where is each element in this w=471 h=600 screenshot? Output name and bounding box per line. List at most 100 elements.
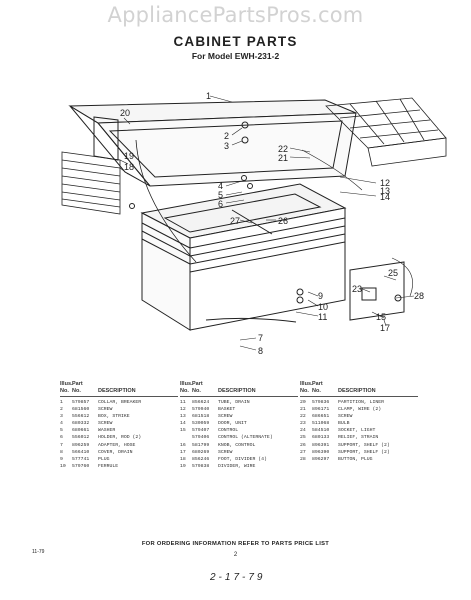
callout-8: 8 <box>258 346 263 356</box>
part-number: 680332 <box>72 421 90 427</box>
illus-number: 1 <box>60 400 63 405</box>
header-part: Part <box>192 381 203 387</box>
callout-9: 9 <box>318 291 323 301</box>
header-description: DESCRIPTION <box>98 388 136 394</box>
illus-number: 19 <box>180 463 186 469</box>
part-number: 579407 <box>192 428 210 434</box>
illus-number: 7 <box>60 442 63 448</box>
illus-number: 11 <box>180 400 186 405</box>
partition-liner-drawing <box>93 116 119 161</box>
handwritten-note: 2-17-79 <box>210 572 266 583</box>
part-description: ADAPTER, HOSE <box>98 442 136 448</box>
page-title: CABINET PARTS <box>173 34 298 49</box>
callout-22: 22 <box>278 144 288 154</box>
callout-26: 26 <box>278 216 288 226</box>
part-number: 896297 <box>312 456 330 462</box>
callout-10: 10 <box>318 302 328 312</box>
header-description: DESCRIPTION <box>338 388 376 394</box>
cabinet-body-drawing <box>140 183 347 331</box>
part-description: KNOB, CONTROL <box>218 442 256 448</box>
part-number: 530059 <box>192 421 210 427</box>
illus-number: 20 <box>300 400 306 405</box>
part-description: TUBE, DRAIN <box>218 400 250 405</box>
part-description: BASKET <box>218 407 236 413</box>
header-no: No. <box>180 388 189 394</box>
part-description: BUTTON, PLUG <box>338 456 373 462</box>
exploded-parts-diagram: 1 2 3 4 5 6 7 8 9 10 11 12 13 14 15 17 1… <box>61 91 447 356</box>
callout-3: 3 <box>224 141 229 151</box>
part-description: SCREW <box>218 449 233 455</box>
lid-drawing <box>68 99 357 187</box>
illus-number: 13 <box>180 414 186 420</box>
legend-row: 19 579838 DIVIDER, WIRE <box>180 464 298 471</box>
callout-5: 5 <box>218 190 223 200</box>
illus-number: 22 <box>300 414 306 420</box>
part-description: CONTROL (ALTERNATE) <box>218 435 273 441</box>
illus-number: 12 <box>180 407 186 413</box>
header-no: No. <box>60 388 69 394</box>
callout-13: 13 <box>380 186 390 196</box>
illus-number: 16 <box>180 442 186 448</box>
part-number: 896171 <box>312 407 330 413</box>
illus-number: 21 <box>300 407 306 413</box>
illus-number: 15 <box>180 428 186 434</box>
part-description: PARTITION, LINER <box>338 400 385 405</box>
watermark: AppliancePartsPros.com <box>107 3 364 27</box>
callout-4: 4 <box>218 181 223 191</box>
drain-tube-drawing <box>205 317 297 323</box>
part-number: 511068 <box>312 421 330 427</box>
basket-drawing <box>325 97 447 167</box>
callout-28: 28 <box>414 291 424 301</box>
part-description: COLLAR, BREAKER <box>98 400 142 405</box>
part-description: CONTROL <box>218 428 239 434</box>
illus-number: 17 <box>180 449 186 455</box>
callout-2: 2 <box>224 131 229 141</box>
part-description: DIVIDER, WIRE <box>218 463 256 469</box>
part-description: RELIEF, STRAIN <box>338 435 379 441</box>
part-number: 856624 <box>192 400 210 405</box>
header-description: DESCRIPTION <box>218 388 256 394</box>
callout-12: 12 <box>380 178 390 188</box>
part-number: 566410 <box>72 449 90 455</box>
part-number: 579838 <box>192 463 210 469</box>
illus-number: 5 <box>60 428 63 434</box>
callout-6: 6 <box>218 199 223 209</box>
callout-21: 21 <box>278 153 288 163</box>
header-illus: Illus. <box>60 381 73 387</box>
illus-number: 10 <box>60 463 66 469</box>
callout-25: 25 <box>388 268 398 278</box>
part-number: 680269 <box>192 449 210 455</box>
part-description: PLUG <box>98 456 110 462</box>
illus-number: 2 <box>60 407 63 413</box>
part-number: 577741 <box>72 456 90 462</box>
header-part-no: No. <box>72 388 81 394</box>
part-description: FERRULE <box>98 463 119 469</box>
illus-number: 27 <box>300 449 306 455</box>
illus-number: 23 <box>300 421 306 427</box>
callout-7: 7 <box>258 333 263 343</box>
illus-number: 26 <box>300 442 306 448</box>
part-description: HOLDER, ROD (2) <box>98 435 142 441</box>
unit-door-drawing <box>349 261 405 321</box>
part-number: 896390 <box>312 449 330 455</box>
callout-19: 19 <box>124 151 134 161</box>
illus-number: 18 <box>180 456 186 462</box>
part-description: SCREW <box>218 414 233 420</box>
part-number: 896391 <box>312 442 330 448</box>
illus-number: 25 <box>300 435 306 441</box>
